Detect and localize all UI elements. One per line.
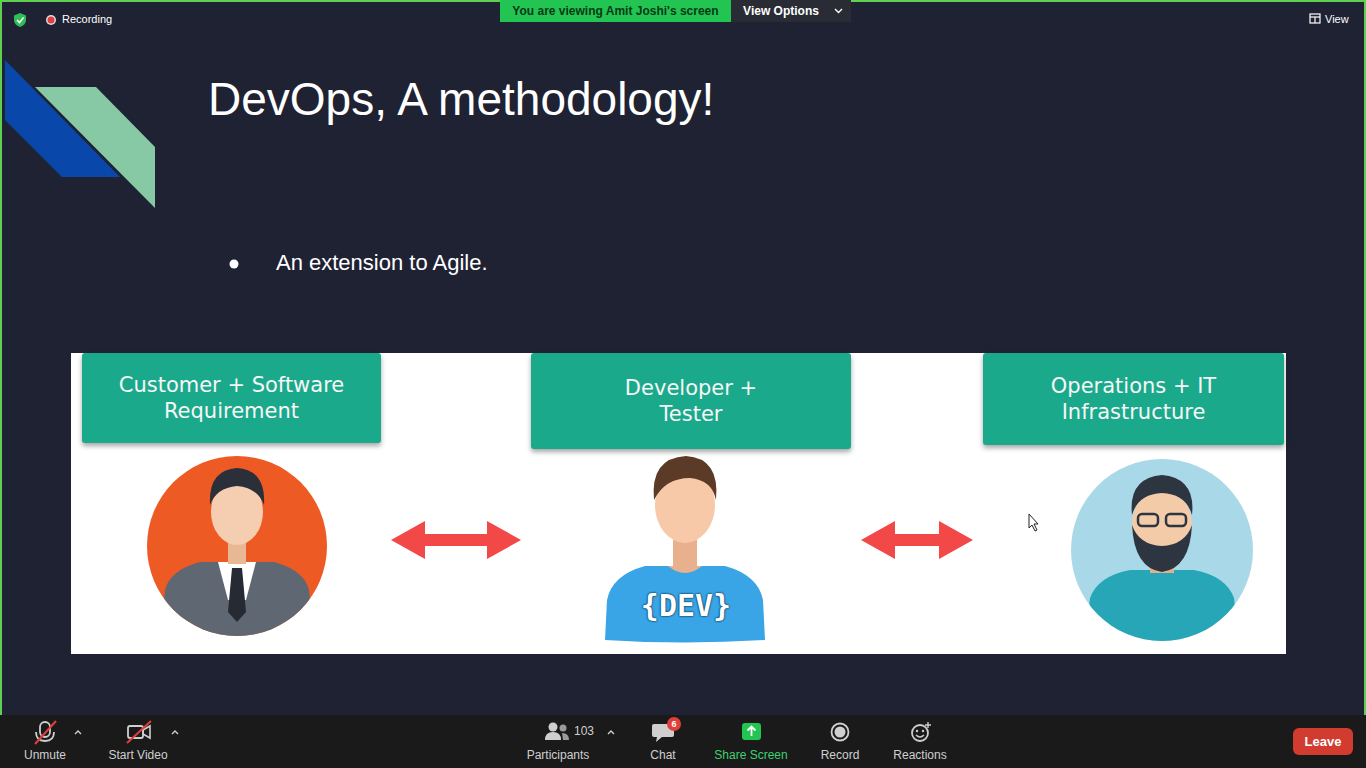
shirt-logo: {DEV}	[630, 588, 742, 623]
image-panel	[71, 353, 1286, 654]
toolbar-label: Unmute	[10, 748, 80, 762]
toolbar-label: Participants	[518, 748, 598, 762]
node-text: Operations + IT Infrastructure	[1034, 373, 1234, 425]
toolbar	[0, 715, 1366, 768]
slide-title: DevOps, A methodology!	[208, 72, 714, 126]
operations-avatar	[1071, 459, 1253, 645]
chat-badge: 6	[667, 717, 681, 731]
recording-status: Recording	[62, 13, 112, 25]
label-box: Customer + Software Requirement	[82, 353, 381, 443]
toolbar-label: Reactions	[885, 748, 955, 762]
node-group: Operations + IT Infrastructure	[983, 353, 1284, 643]
label-box: Operations + IT Infrastructure	[983, 353, 1284, 445]
toolbar-label: Share Screen	[701, 748, 801, 762]
toolbar-label: Start Video	[98, 748, 178, 762]
share-banner: You are viewing Amit Joshi's screen	[500, 4, 731, 18]
customer-avatar	[147, 456, 327, 640]
node-group: Customer + Software Requirement	[82, 353, 381, 643]
bullet-text: An extension to Agile.	[276, 250, 488, 276]
node-text: Developer + Tester	[616, 375, 766, 427]
view-button: View	[1325, 13, 1349, 25]
slide-decoration	[5, 60, 239, 269]
label-box: Developer + Tester	[531, 353, 851, 449]
leave-button: Leave	[1293, 728, 1353, 755]
view-options-button: View Options	[731, 4, 831, 18]
double-arrow	[861, 521, 973, 559]
mouse-cursor	[1029, 514, 1038, 531]
double-arrow	[391, 521, 521, 559]
toolbar-label: Chat	[638, 748, 688, 762]
top-bar-icons	[14, 0, 1320, 27]
developer-avatar	[605, 456, 765, 643]
participant-count: 103	[574, 724, 594, 738]
toolbar-label: Record	[810, 748, 870, 762]
node-text: Customer + Software Requirement	[107, 372, 357, 424]
